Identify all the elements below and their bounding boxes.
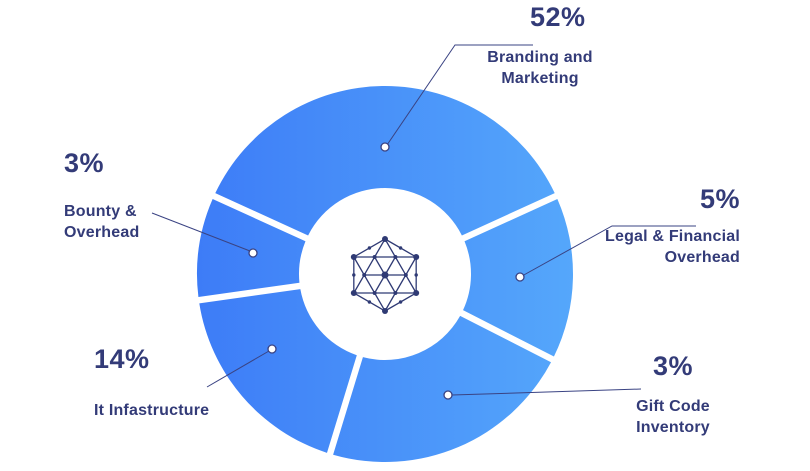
callout-dots: [248, 142, 525, 400]
donut-slice-gift-code-inventory: [333, 315, 552, 462]
callout-dot-gift: [443, 390, 453, 400]
pct-it-infastructure: 14%: [94, 344, 150, 374]
label-it-infastructure: It Infastructure: [94, 402, 210, 419]
donut-slice-branding-and-marketing: [215, 86, 555, 236]
leader-line-it: [206, 350, 270, 388]
label-bounty-overhead: Bounty & Overhead: [64, 203, 140, 241]
donut-slice-bounty-overhead: [197, 198, 306, 297]
leader-line-gift: [451, 388, 642, 396]
pct-gift-code-inventory: 3%: [652, 351, 694, 381]
label-gift-code-inventory: Gift Code Inventory: [636, 398, 710, 436]
donut-slice-it-infastructure: [199, 289, 357, 453]
callout-dot-it: [267, 344, 277, 354]
leader-line-bounty: [151, 212, 251, 252]
label-branding-and-marketing: Branding and Marketing: [487, 49, 593, 87]
callout-dot-branding: [380, 142, 390, 152]
donut-ring: [197, 86, 573, 462]
leader-lines: [151, 44, 696, 396]
pct-bounty-overhead: 3%: [64, 148, 105, 178]
callout-dot-legal: [515, 272, 525, 282]
hexagon-network-logo-icon: [350, 236, 420, 314]
leader-line-branding: [386, 44, 533, 146]
pct-legal-financial-overhead: 5%: [699, 184, 740, 214]
callout-dot-bounty: [248, 248, 258, 258]
pct-branding-and-marketing: 52%: [530, 2, 586, 32]
label-legal-financial-overhead: Legal & Financial Overhead: [605, 228, 740, 266]
leader-line-legal: [521, 225, 696, 277]
